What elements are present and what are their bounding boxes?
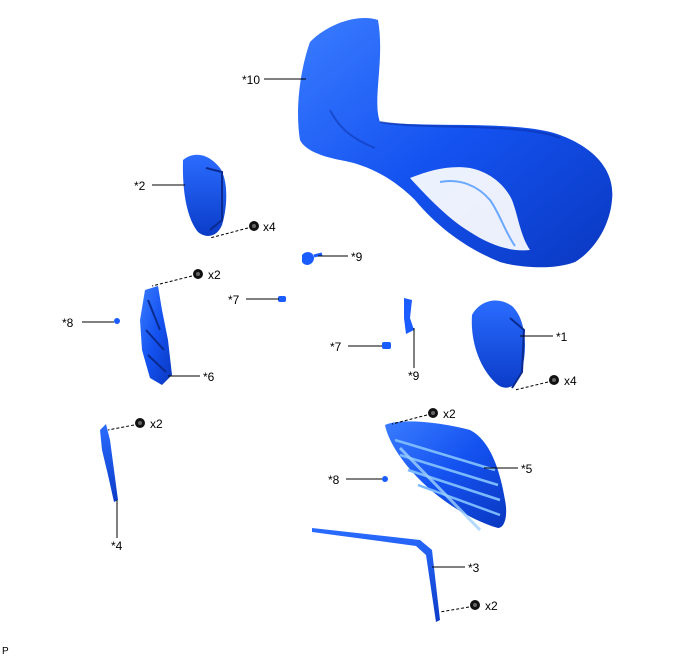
callout-7-right: *7 [330, 340, 342, 354]
small-part-8-right [382, 476, 388, 482]
callout-5: *5 [521, 462, 533, 476]
screw-icon [549, 375, 559, 385]
callout-1: *1 [556, 330, 568, 344]
harness-clip-upper [302, 252, 323, 265]
quantity-label: x2 [485, 599, 498, 613]
quantity-label: x4 [263, 220, 276, 234]
screw-icon [249, 221, 259, 231]
fog-lamp-cover-right [471, 300, 526, 389]
callout-8-left: *8 [62, 316, 74, 330]
dashed-leaders [107, 227, 549, 613]
lower-molding [312, 528, 440, 622]
callout-2: *2 [134, 179, 146, 193]
callout-3: *3 [468, 561, 480, 575]
screw-icon [428, 408, 438, 418]
quantity-label: x2 [150, 417, 163, 431]
screw-icon [193, 269, 203, 279]
quantity-label: x4 [564, 374, 577, 388]
screw-icon [470, 600, 480, 610]
callout-9-lower: *9 [408, 369, 420, 383]
callout-4: *4 [111, 539, 123, 553]
callout-10: *10 [242, 73, 260, 87]
quantity-label: x2 [208, 268, 221, 282]
quantity-label: x2 [443, 407, 456, 421]
small-part-7-left [278, 296, 286, 302]
callout-7-left: *7 [228, 293, 240, 307]
bumper-bracket-left [140, 286, 172, 385]
callout-leaders [82, 78, 553, 568]
footer-code: P [2, 646, 9, 657]
callout-9-upper: *9 [351, 250, 363, 264]
fog-lamp-cover-left [182, 154, 227, 236]
small-part-7-right [382, 342, 391, 349]
front-bumper-cover [298, 18, 613, 268]
small-part-8-left [114, 318, 120, 324]
radiator-grille [385, 421, 507, 532]
molding-strip-left [100, 424, 118, 502]
callout-6: *6 [203, 370, 215, 384]
screw-icon [135, 418, 145, 428]
callout-8-right: *8 [328, 473, 340, 487]
harness-clip-lower [404, 298, 414, 334]
